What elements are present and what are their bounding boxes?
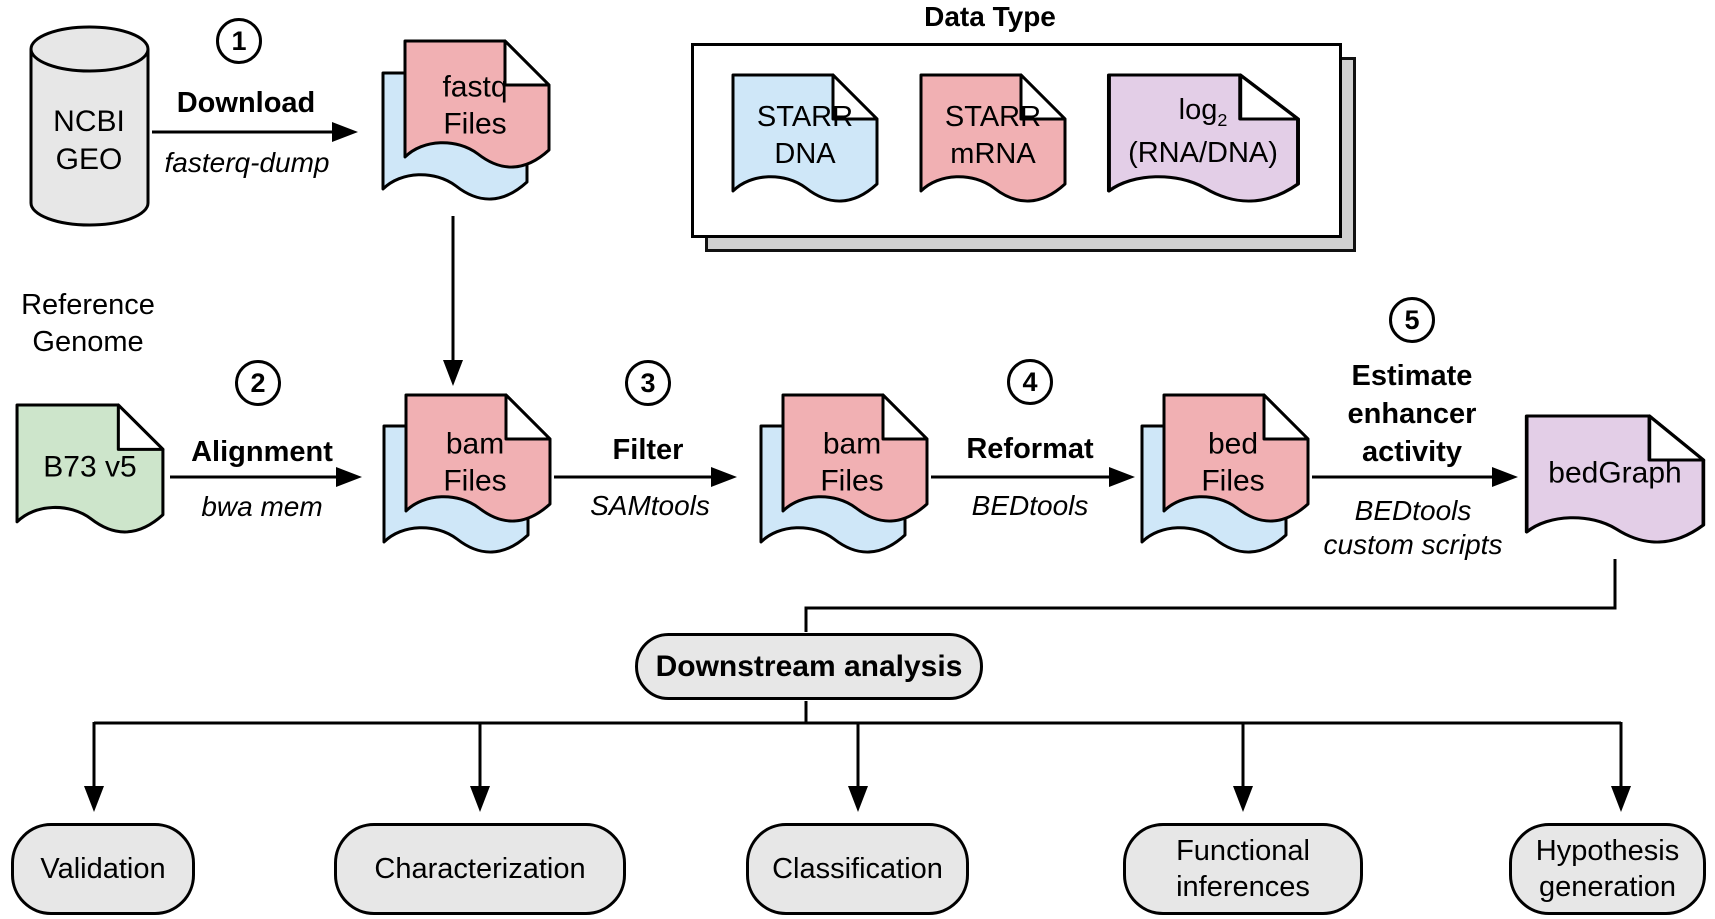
step-5-tool-line1: BEDtools bbox=[1354, 495, 1472, 526]
step-4-badge: 4 bbox=[1007, 359, 1053, 405]
output-label: Hypothesis bbox=[1535, 835, 1680, 867]
bam1-label-line1: bam bbox=[445, 427, 505, 461]
step-4-tool: BEDtools bbox=[971, 490, 1089, 521]
bam1-label-line2: Files bbox=[443, 464, 507, 498]
fastq-label-line2: Files bbox=[443, 107, 507, 141]
output-label: inferences bbox=[1176, 871, 1310, 903]
step-number: 3 bbox=[640, 367, 656, 398]
step-number: 2 bbox=[250, 367, 266, 398]
step-5-action-line1: Estimate bbox=[1351, 360, 1473, 392]
legend-log2-subscript: 2 bbox=[1217, 109, 1228, 130]
step-number: 1 bbox=[231, 25, 247, 56]
step-3-badge: 3 bbox=[625, 360, 671, 406]
database-label-line2: GEO bbox=[55, 143, 123, 176]
step-5-action-line3: activity bbox=[1362, 436, 1462, 468]
step-5-action-line2: enhancer bbox=[1347, 398, 1477, 430]
downstream-analysis-label: Downstream analysis bbox=[655, 649, 963, 683]
legend-log2-line2: (RNA/DNA) bbox=[1128, 137, 1278, 169]
reference-label-line1: Reference bbox=[21, 289, 155, 321]
connector-bedgraph-to-downstream bbox=[804, 559, 1617, 632]
step-2-badge: 2 bbox=[235, 360, 281, 406]
step-5-tool-line2: custom scripts bbox=[1323, 529, 1503, 560]
output-label: generation bbox=[1538, 871, 1677, 903]
output-label: Characterization bbox=[374, 853, 586, 885]
legend-log2-text: log bbox=[1178, 94, 1218, 127]
step-number: 4 bbox=[1022, 366, 1038, 397]
legend-starr-mrna-line2: mRNA bbox=[950, 138, 1036, 170]
reference-label-line2: Genome bbox=[32, 326, 144, 358]
reference-doc-label: B73 v5 bbox=[43, 450, 137, 484]
step-1-tool: fasterq-dump bbox=[164, 147, 330, 178]
step-2-action: Alignment bbox=[191, 436, 333, 468]
legend-starr-dna-line2: DNA bbox=[774, 138, 836, 170]
step-1-badge: 1 bbox=[216, 18, 262, 64]
output-validation: Validation bbox=[11, 823, 195, 915]
legend-starr-mrna-line1: STARR bbox=[944, 101, 1042, 133]
output-label: Validation bbox=[40, 853, 166, 885]
bedgraph-label: bedGraph bbox=[1548, 456, 1682, 490]
bam2-label-line1: bam bbox=[822, 427, 882, 461]
legend-starr-dna-line1: STARR bbox=[756, 101, 854, 133]
bed-label-line2: Files bbox=[1201, 464, 1265, 498]
output-functional-inferences: Functional inferences bbox=[1123, 823, 1363, 915]
bed-label-line1: bed bbox=[1207, 427, 1259, 461]
database-label-line1: NCBI bbox=[53, 105, 125, 138]
step-4-action: Reformat bbox=[966, 433, 1094, 465]
step-5-badge: 5 bbox=[1389, 297, 1435, 343]
step-1-action: Download bbox=[176, 87, 316, 119]
step-2-tool: bwa mem bbox=[201, 491, 323, 522]
output-classification: Classification bbox=[746, 823, 969, 915]
output-label: Classification bbox=[772, 853, 943, 885]
legend-log2-line1: log2 bbox=[1179, 93, 1228, 137]
output-hypothesis-generation: Hypothesis generation bbox=[1509, 823, 1706, 915]
bam2-label-line2: Files bbox=[820, 464, 884, 498]
downstream-analysis-node: Downstream analysis bbox=[635, 633, 983, 700]
step-3-action: Filter bbox=[612, 434, 684, 466]
step-number: 5 bbox=[1404, 304, 1420, 335]
output-characterization: Characterization bbox=[334, 823, 626, 915]
legend-title: Data Type bbox=[924, 1, 1056, 32]
step-3-tool: SAMtools bbox=[590, 490, 710, 521]
fastq-label-line1: fastq bbox=[442, 70, 508, 104]
output-label: Functional bbox=[1176, 835, 1310, 867]
